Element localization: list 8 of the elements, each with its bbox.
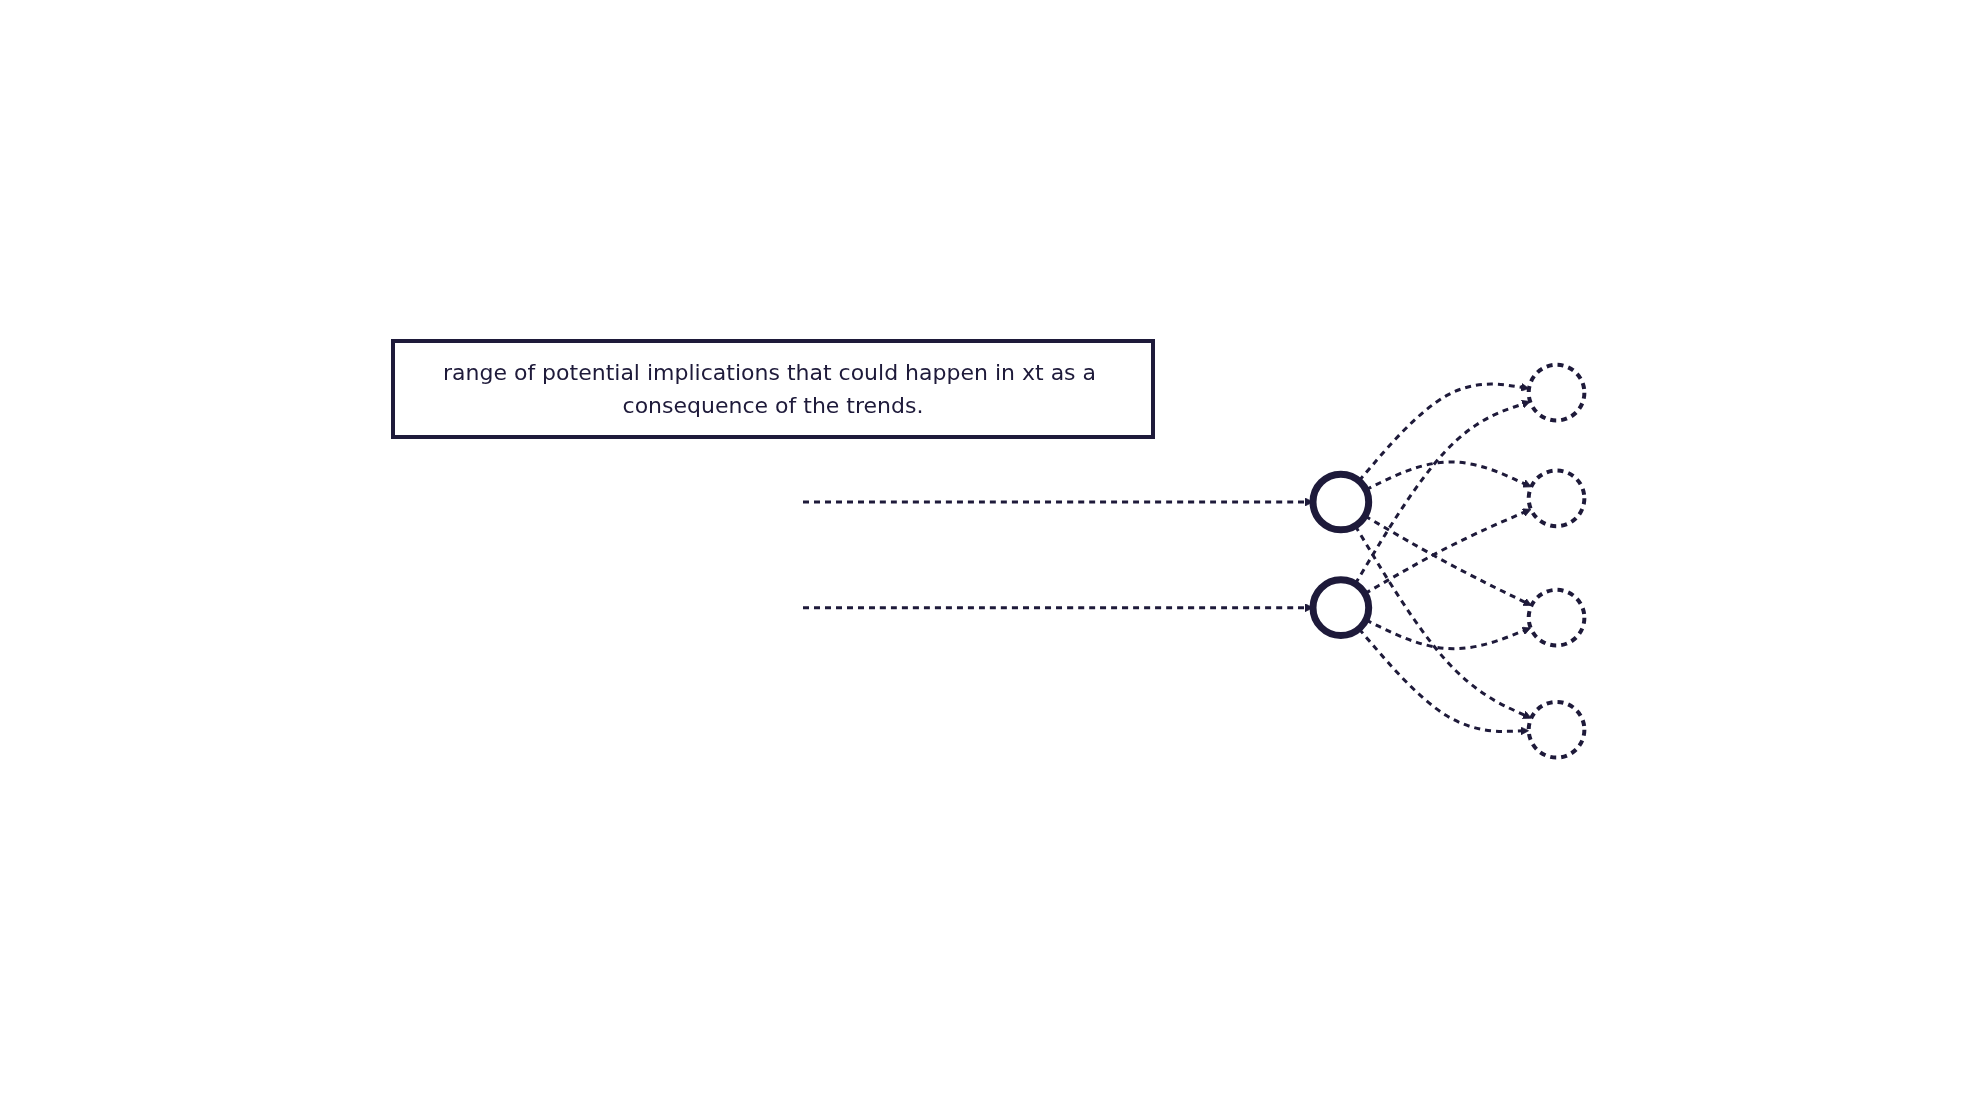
- node-circle: [1309, 470, 1372, 534]
- node-circle: [1526, 468, 1587, 528]
- node-circle: [1526, 587, 1587, 648]
- node-circle: [1309, 576, 1372, 639]
- node-circle: [1526, 699, 1587, 760]
- node-box: range of potential implications that could happen in xt as a consequence of the trends.: [390, 338, 1155, 439]
- node-circle: [1526, 362, 1587, 423]
- arrow: [1365, 618, 1531, 650]
